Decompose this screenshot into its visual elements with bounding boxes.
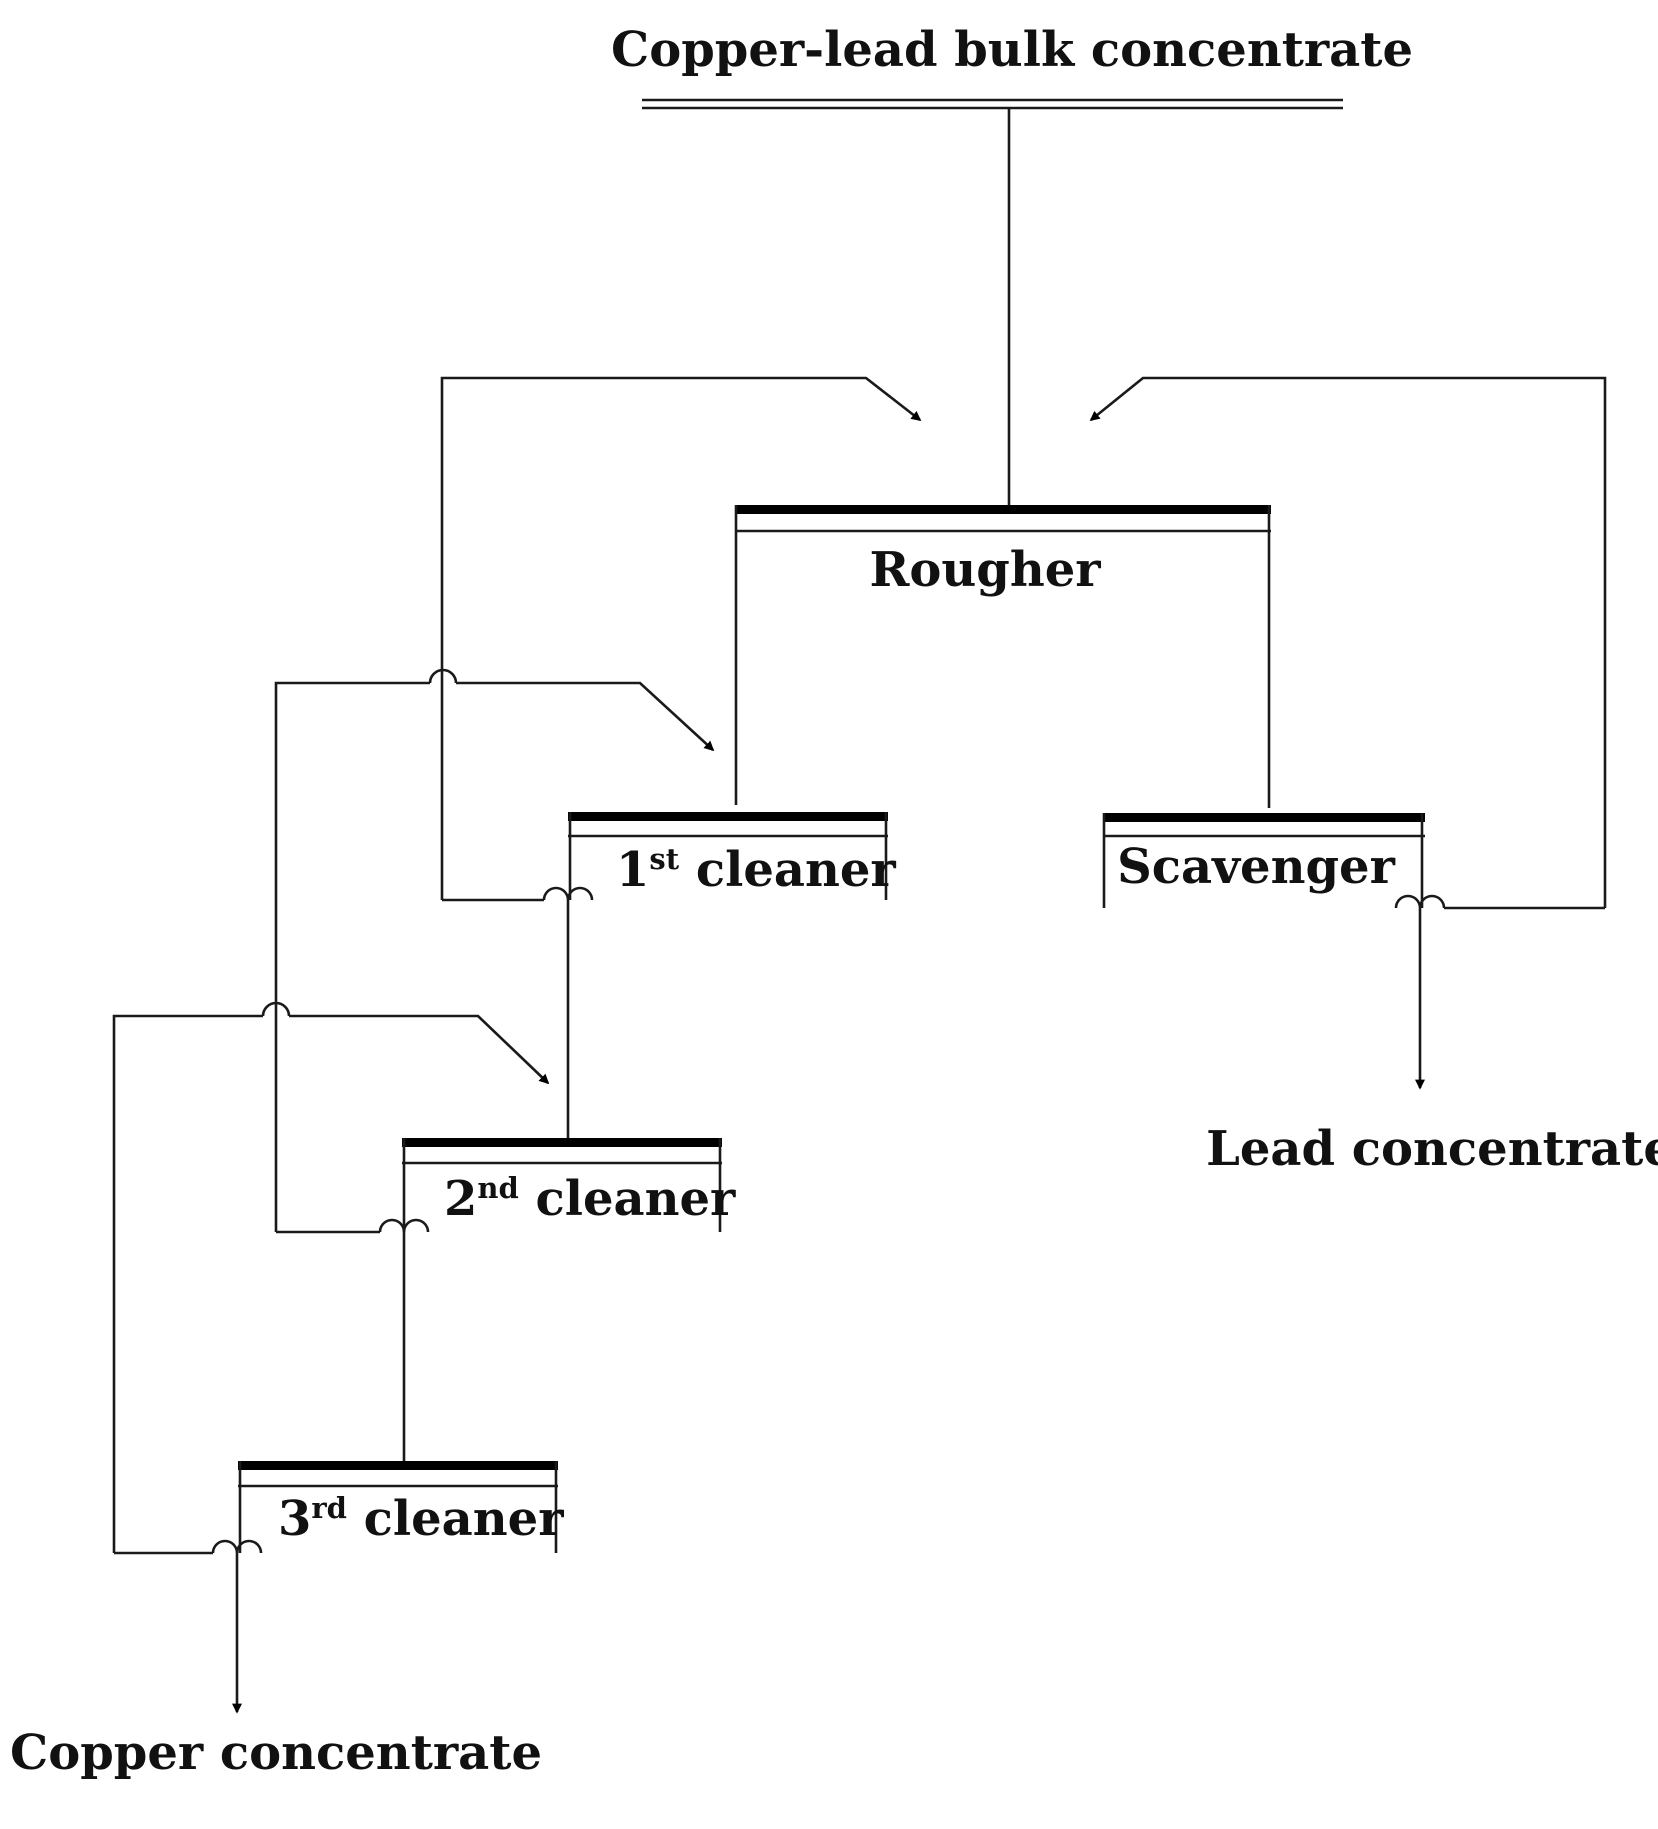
cleaner3-cell: 3rd cleaner: [238, 1461, 564, 1553]
cleaner2-bar: [402, 1138, 722, 1147]
recycle-cleaner1-to-rougher: [440, 376, 922, 902]
line-crossing-hop: [428, 668, 458, 684]
cleaner3-word: cleaner: [347, 1491, 564, 1547]
cleaner2-label: 2nd cleaner: [444, 1171, 736, 1227]
rougher-bar: [736, 505, 1271, 514]
cleaner1-cell: 1st cleaner: [568, 812, 896, 900]
recycle-cleaner2-to-cleaner1: [274, 668, 715, 1234]
cleaner3-number: 3: [278, 1491, 311, 1547]
cleaner3-label: 3rd cleaner: [278, 1491, 564, 1547]
cleaner2-cell: 2nd cleaner: [402, 1138, 736, 1232]
cleaner1-bar: [568, 812, 888, 821]
recycle-scavenger-to-rougher: [1089, 376, 1607, 910]
feed-node: Copper-lead bulk concentrate: [611, 22, 1413, 110]
recycle-cleaner3-to-cleaner2: [112, 1001, 550, 1555]
rougher-cell: Rougher: [734, 505, 1271, 808]
line-crossing-hop: [261, 1001, 291, 1017]
cleaner1-suffix: st: [649, 842, 679, 876]
cleaner2-number: 2: [444, 1171, 477, 1227]
scavenger-label: Scavenger: [1117, 839, 1395, 895]
cleaner2-suffix: nd: [477, 1171, 518, 1205]
lead-concentrate-label: Lead concentrate: [1206, 1121, 1658, 1177]
rougher-label: Rougher: [869, 542, 1101, 598]
feed-label: Copper-lead bulk concentrate: [611, 22, 1413, 78]
line-crossing-hop: [1394, 894, 1446, 909]
cleaner2-word: cleaner: [519, 1171, 736, 1227]
cleaner3-bar: [238, 1461, 558, 1470]
line-crossing-hop: [378, 1218, 430, 1233]
scavenger-cell: Scavenger: [1102, 813, 1425, 908]
scavenger-bar: [1103, 813, 1425, 822]
cleaner1-number: 1: [616, 842, 649, 898]
line-crossing-hop: [211, 1539, 263, 1554]
line-crossing-hop: [542, 886, 594, 901]
cleaner1-word: cleaner: [679, 842, 896, 898]
cleaner1-label: 1st cleaner: [616, 842, 896, 898]
cleaner3-suffix: rd: [311, 1491, 347, 1525]
copper-concentrate-label: Copper concentrate: [10, 1725, 542, 1781]
